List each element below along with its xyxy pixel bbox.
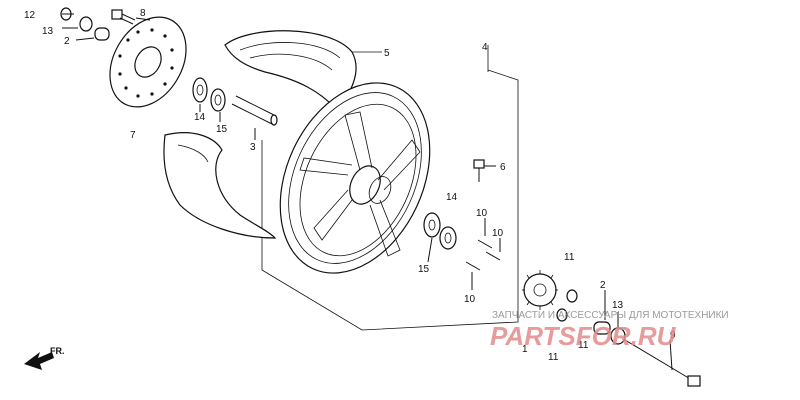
label-15-left: 15 [216,124,228,135]
axle-parts-right [593,321,701,387]
label-9: 9 [670,330,676,341]
rim-band [163,132,277,239]
leader-lines [62,13,673,371]
label-2-top: 2 [64,36,70,47]
part-labels: 12 13 2 8 5 4 14 15 7 3 6 14 10 10 15 10… [24,8,676,363]
arrow-icon [24,352,54,370]
assembly-frame [261,45,519,331]
label-2-right: 2 [600,280,606,291]
right-bearings [423,212,457,250]
wheel-rim [279,82,431,274]
label-10-top: 10 [476,208,488,219]
label-14-left: 14 [194,112,206,123]
label-11-bottom: 11 [548,352,559,363]
label-8: 8 [140,8,146,19]
label-13-right: 13 [612,300,624,311]
label-4: 4 [482,42,488,53]
studs [465,239,501,271]
label-12: 12 [24,10,36,21]
label-1: 1 [522,344,528,355]
label-13-top: 13 [42,26,54,37]
watermark: ЗАПЧАСТИ И АКСЕССУАРЫ ДЛЯ МОТОТЕХНИКИ PA… [490,310,729,351]
watermark-brand: PARTSFOR.RU [490,321,677,351]
watermark-caption: ЗАПЧАСТИ И АКСЕССУАРЫ ДЛЯ МОТОТЕХНИКИ [492,310,729,321]
label-10-bottom: 10 [464,294,476,305]
brake-disc [109,16,187,108]
sprocket [522,270,558,310]
label-11-mid: 11 [578,340,589,351]
sprocket-nuts [556,289,578,322]
left-bearings [192,77,226,112]
label-6: 6 [500,162,506,173]
valve [473,159,496,182]
axle-spacer [231,95,278,126]
label-10-mid: 10 [492,228,504,239]
small-parts-top [60,7,136,41]
label-7: 7 [130,130,136,141]
label-14-right: 14 [446,192,458,203]
label-3: 3 [250,142,256,153]
label-15-right: 15 [418,264,430,275]
front-direction-arrow: FR. [24,346,65,370]
label-5: 5 [384,48,390,59]
direction-label: FR. [50,346,65,356]
label-11-top: 11 [564,252,575,263]
